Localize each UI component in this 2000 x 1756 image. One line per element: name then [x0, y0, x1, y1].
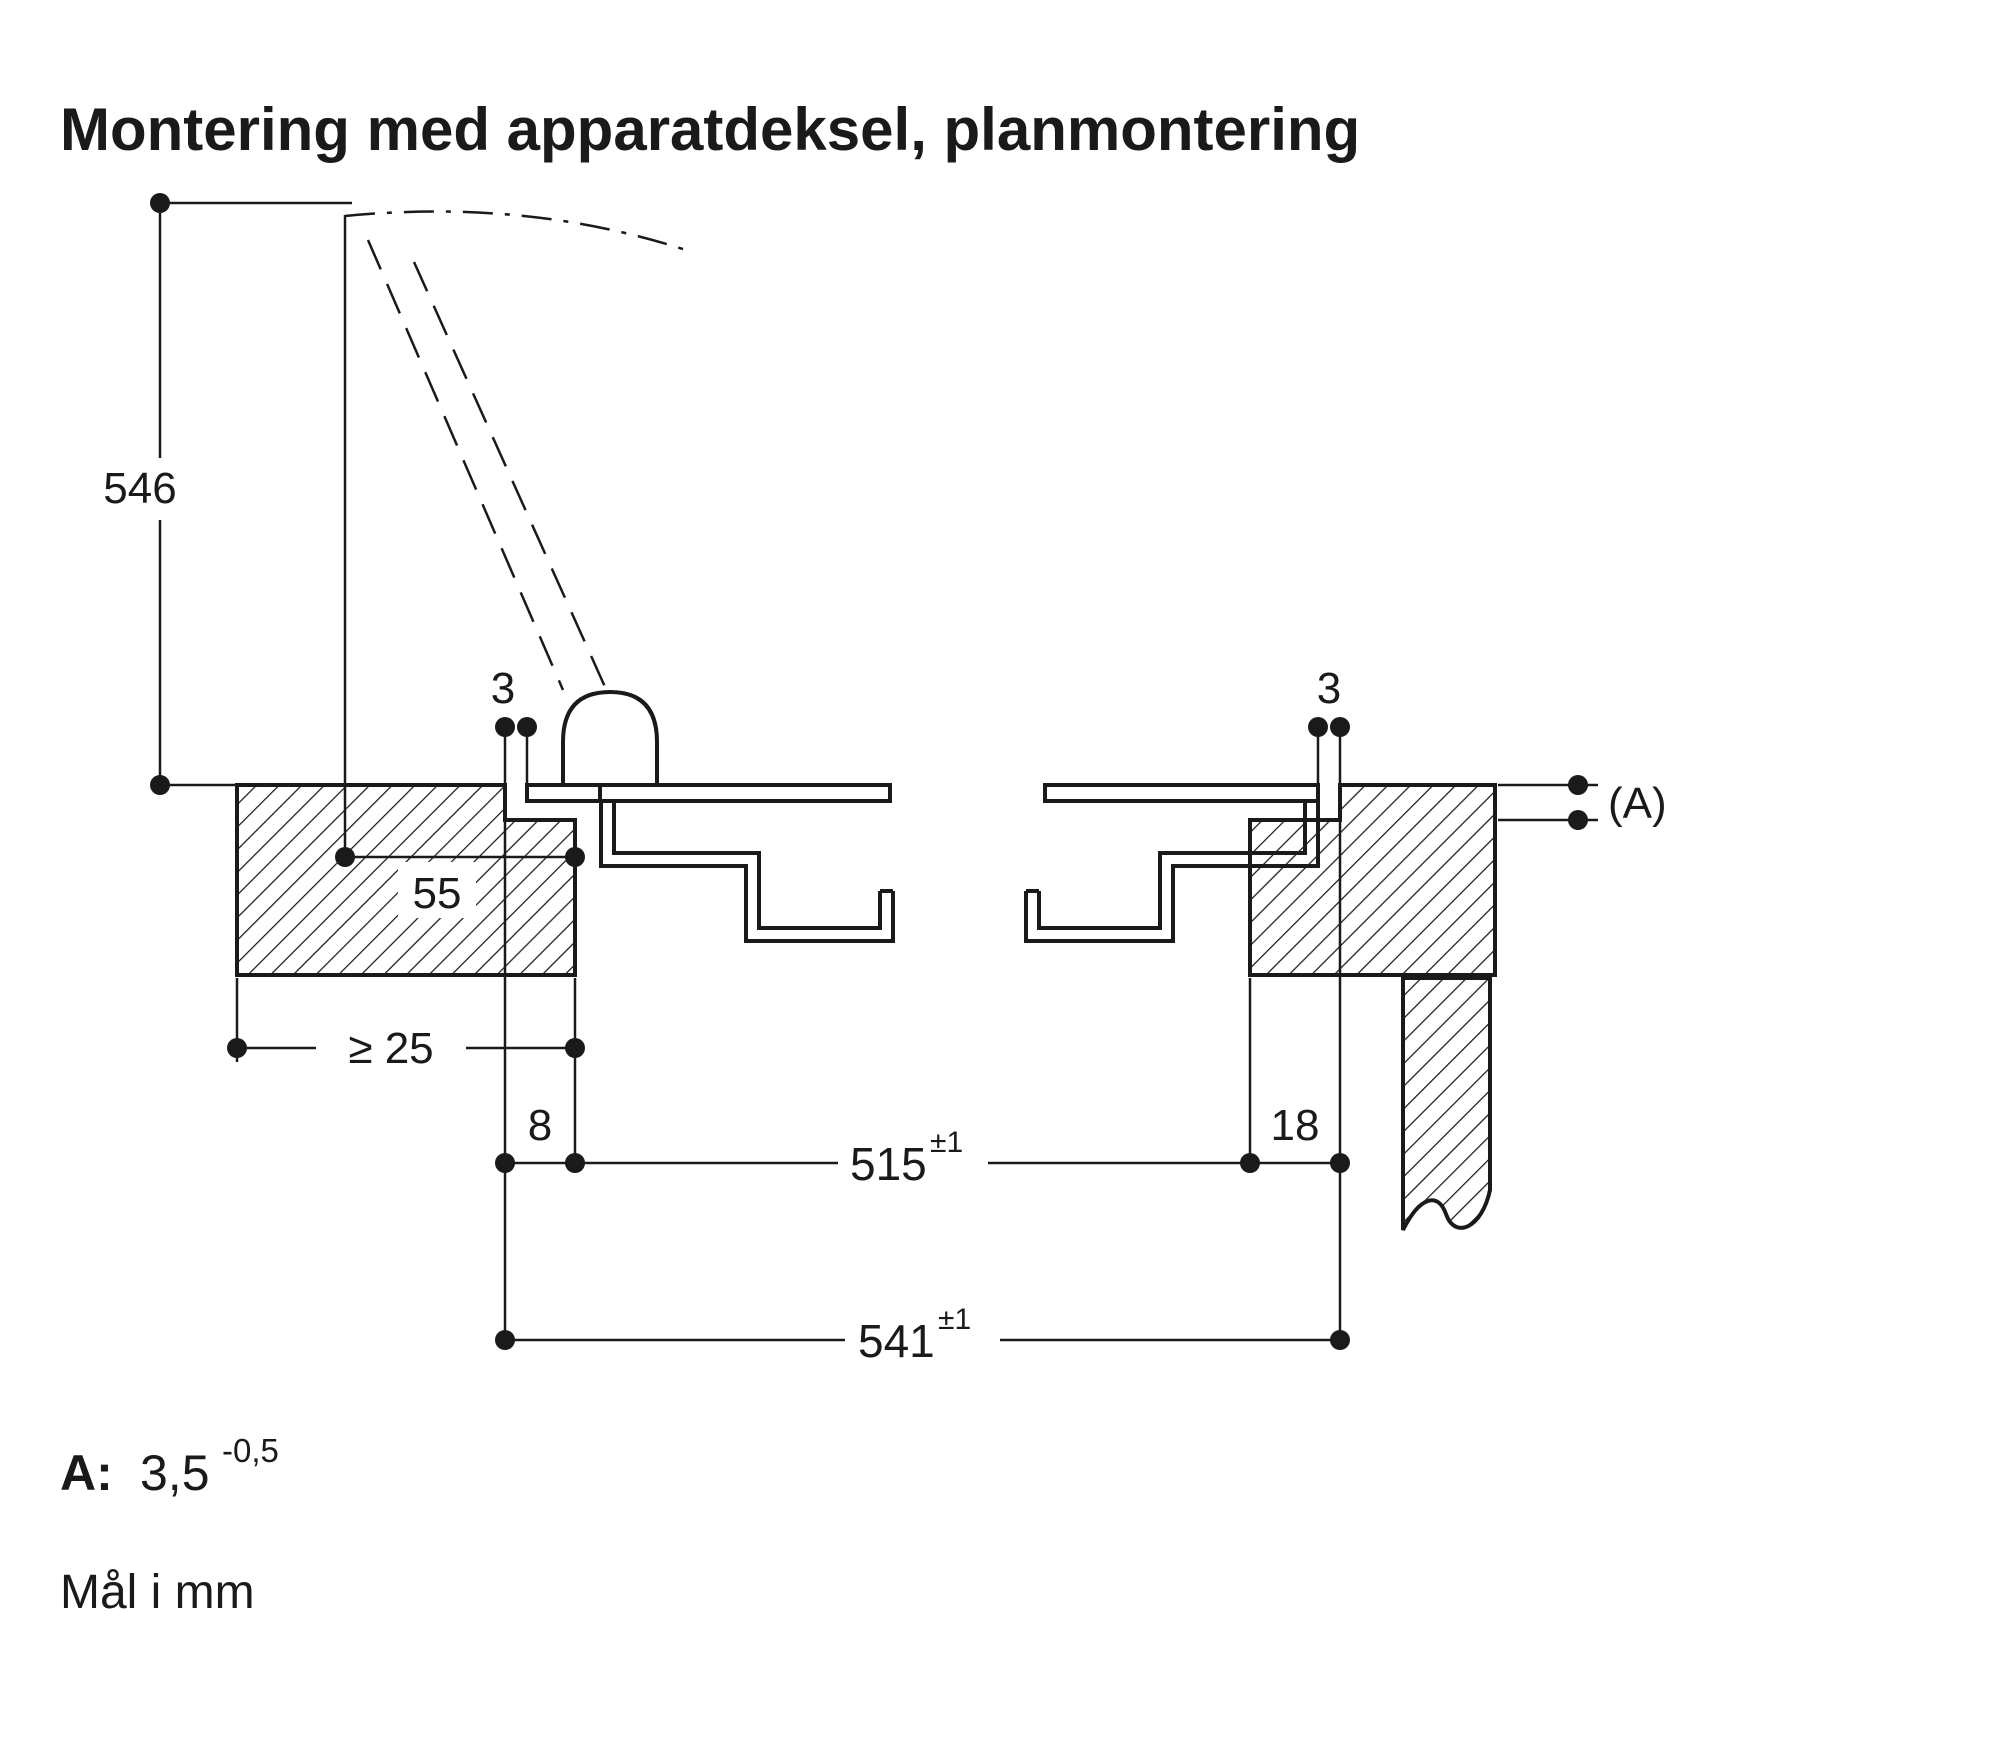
- left-bracket-inner: [612, 801, 882, 930]
- dim-541-label: 541: [858, 1315, 935, 1367]
- right-bracket-inner: [1037, 801, 1307, 930]
- dim-546-label: 546: [103, 464, 176, 513]
- note-a-tolerance: -0,5: [222, 1432, 279, 1469]
- left-appliance-section: [344, 210, 895, 943]
- right-cover-plate: [1043, 783, 1320, 803]
- dim-18-label: 18: [1271, 1101, 1320, 1150]
- left-bracket-outer: [599, 801, 895, 943]
- right-bracket-outer: [1024, 801, 1320, 943]
- dim-8-label: 8: [528, 1101, 552, 1150]
- right-appliance-section: [1024, 783, 1320, 943]
- label-bg-515: [838, 1128, 988, 1192]
- note-a-value: 3,5: [140, 1445, 210, 1501]
- figure-title: Montering med apparatdeksel, planmonteri…: [60, 96, 1360, 163]
- open-lid-dashed-line: [412, 261, 612, 699]
- note-a-label: A:: [60, 1445, 113, 1501]
- dimension-dots: [150, 193, 1588, 1350]
- dim-ge25-label: ≥ 25: [348, 1024, 433, 1073]
- dim-A-label: (A): [1608, 779, 1667, 828]
- right-worktop-cross-section: [1248, 783, 1497, 1231]
- label-bg-541: [845, 1305, 1000, 1369]
- dim-3-left-label: 3: [491, 664, 515, 713]
- label-bg-ge25: [316, 1020, 466, 1076]
- cabinet-side-panel-hatch: [1401, 976, 1492, 1231]
- lid-swing-arc: [344, 210, 693, 254]
- label-bg-55: [398, 862, 476, 918]
- dim-541-tolerance: ±1: [938, 1303, 971, 1336]
- left-cover-plate: [525, 783, 892, 803]
- right-worktop-hatch: [1248, 783, 1497, 977]
- units-note: Mål i mm: [60, 1566, 255, 1619]
- dim-55-label: 55: [413, 869, 462, 918]
- open-lid-dashed-line: [366, 239, 565, 691]
- dim-515-label: 515: [850, 1138, 927, 1190]
- label-bg-546: [82, 458, 200, 520]
- control-cap: [561, 689, 659, 785]
- dim-3-right-label: 3: [1317, 664, 1341, 713]
- dim-515-tolerance: ±1: [930, 1126, 963, 1159]
